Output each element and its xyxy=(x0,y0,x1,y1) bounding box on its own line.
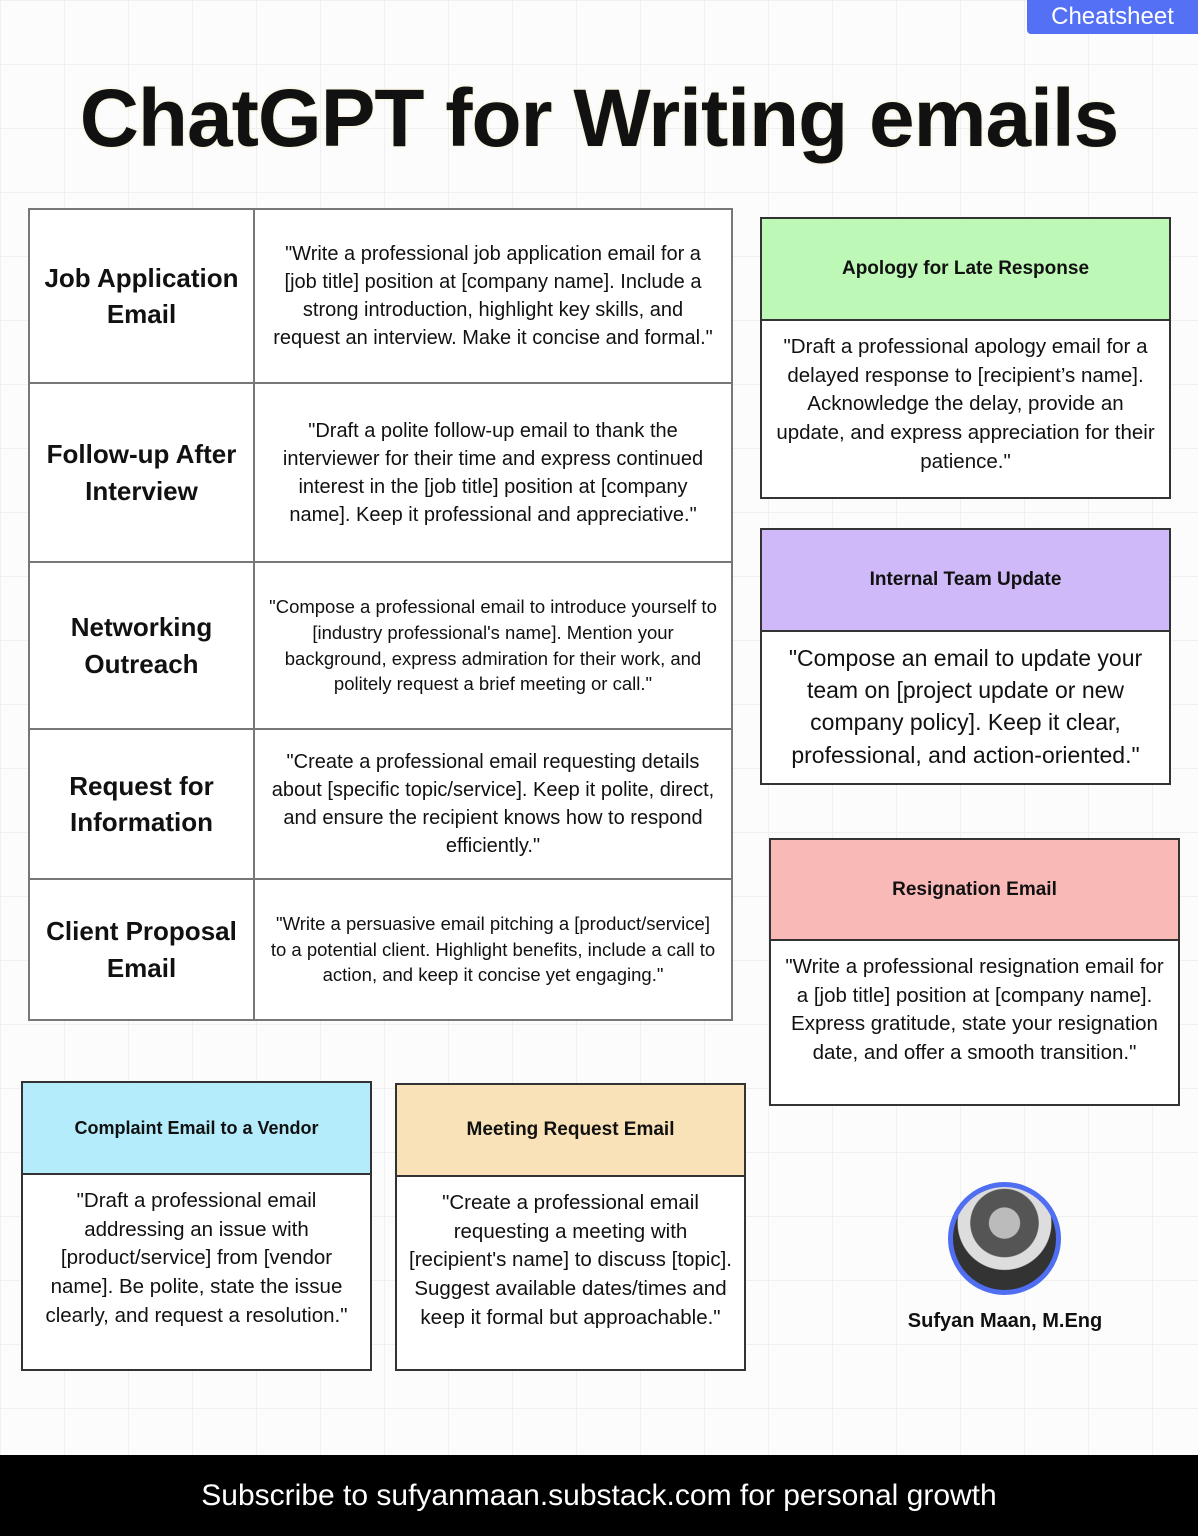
author-name: Sufyan Maan, M.Eng xyxy=(907,1310,1103,1332)
author-avatar xyxy=(948,1182,1061,1295)
table-row: Request for Information"Create a profess… xyxy=(28,728,733,880)
card-body: "Draft a professional apology email for … xyxy=(776,335,1155,473)
card-body: "Compose an email to update your team on… xyxy=(788,645,1143,768)
row-prompt: "Write a professional job application em… xyxy=(253,208,733,384)
row-prompt: "Write a persuasive email pitching a [pr… xyxy=(253,878,733,1021)
card-resignation: Resignation Email "Write a professional … xyxy=(769,838,1180,1106)
card-body: "Draft a professional email addressing a… xyxy=(45,1189,348,1327)
card-apology: Apology for Late Response "Draft a profe… xyxy=(760,217,1171,499)
table-row: Networking Outreach"Compose a profession… xyxy=(28,561,733,730)
card-body: "Create a professional email requesting … xyxy=(409,1191,732,1329)
cheatsheet-badge: Cheatsheet xyxy=(1027,0,1198,34)
prompt-table: Job Application Email"Write a profession… xyxy=(28,208,733,1021)
card-title: Apology for Late Response xyxy=(762,219,1169,321)
row-label: Follow-up After Interview xyxy=(28,382,255,563)
card-team-update: Internal Team Update "Compose an email t… xyxy=(760,528,1171,785)
row-label: Job Application Email xyxy=(28,208,255,384)
card-meeting: Meeting Request Email "Create a professi… xyxy=(395,1083,746,1371)
card-title: Complaint Email to a Vendor xyxy=(23,1083,370,1175)
row-label: Request for Information xyxy=(28,728,255,880)
footer-banner: Subscribe to sufyanmaan.substack.com for… xyxy=(0,1455,1198,1536)
footer-text-end: for personal growth xyxy=(731,1479,997,1512)
card-body: "Write a professional resignation email … xyxy=(785,955,1164,1065)
footer-text: Subscribe to xyxy=(201,1479,377,1512)
table-row: Job Application Email"Write a profession… xyxy=(28,208,733,384)
row-label: Networking Outreach xyxy=(28,561,255,730)
table-row: Client Proposal Email"Write a persuasive… xyxy=(28,878,733,1021)
page-title: ChatGPT for Writing emails xyxy=(79,73,1120,164)
card-complaint: Complaint Email to a Vendor "Draft a pro… xyxy=(21,1081,372,1371)
row-prompt: "Create a professional email requesting … xyxy=(253,728,733,880)
card-title: Meeting Request Email xyxy=(397,1085,744,1177)
row-label: Client Proposal Email xyxy=(28,878,255,1021)
table-row: Follow-up After Interview"Draft a polite… xyxy=(28,382,733,563)
substack-link[interactable]: sufyanmaan.substack.com xyxy=(376,1479,732,1512)
row-prompt: "Draft a polite follow-up email to thank… xyxy=(253,382,733,563)
card-title: Internal Team Update xyxy=(762,530,1169,632)
card-title: Resignation Email xyxy=(771,840,1178,941)
row-prompt: "Compose a professional email to introdu… xyxy=(253,561,733,730)
